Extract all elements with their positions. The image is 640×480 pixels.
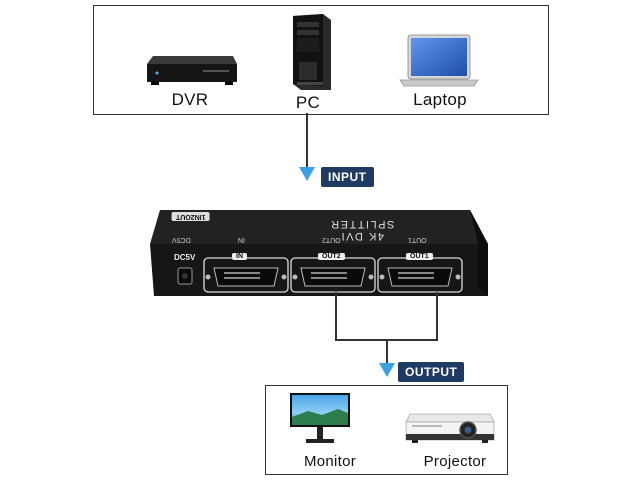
- output-tag: OUTPUT: [398, 362, 465, 382]
- laptop-icon: [398, 33, 480, 89]
- input-tag: INPUT: [321, 167, 374, 187]
- pc-tower-icon: [289, 12, 333, 92]
- dvi-splitter-device: [138, 206, 498, 300]
- output-connector-line: [386, 340, 388, 365]
- input-connector-line: [306, 113, 308, 173]
- laptop-label: Laptop: [413, 90, 467, 109]
- splitter-power-label-rev: DC5V: [172, 236, 191, 243]
- port-out1-label: OUT1: [406, 253, 433, 260]
- monitor-icon: [288, 391, 352, 447]
- dvr-label: DVR: [171, 90, 209, 109]
- projector-label: Projector: [423, 453, 487, 470]
- projector-icon: [404, 410, 496, 446]
- out2-drop-line: [335, 292, 337, 340]
- splitter-out1-label-rev: OUT1: [408, 236, 427, 243]
- out1-drop-line: [436, 292, 438, 340]
- input-arrow-icon: [299, 167, 315, 181]
- splitter-power-label: DC5V: [174, 253, 196, 262]
- dvr-icon: [143, 52, 239, 88]
- monitor-label: Monitor: [303, 453, 357, 470]
- port-out2-label: OUT2: [318, 253, 345, 260]
- splitter-badge: 1IN2OUT: [172, 212, 210, 221]
- output-arrow-icon: [379, 363, 395, 377]
- pc-label: PC: [295, 93, 321, 112]
- port-in-label: IN: [232, 253, 247, 260]
- splitter-out2-label-rev: OUT2: [322, 236, 341, 243]
- splitter-in-label-rev: IN: [238, 236, 245, 243]
